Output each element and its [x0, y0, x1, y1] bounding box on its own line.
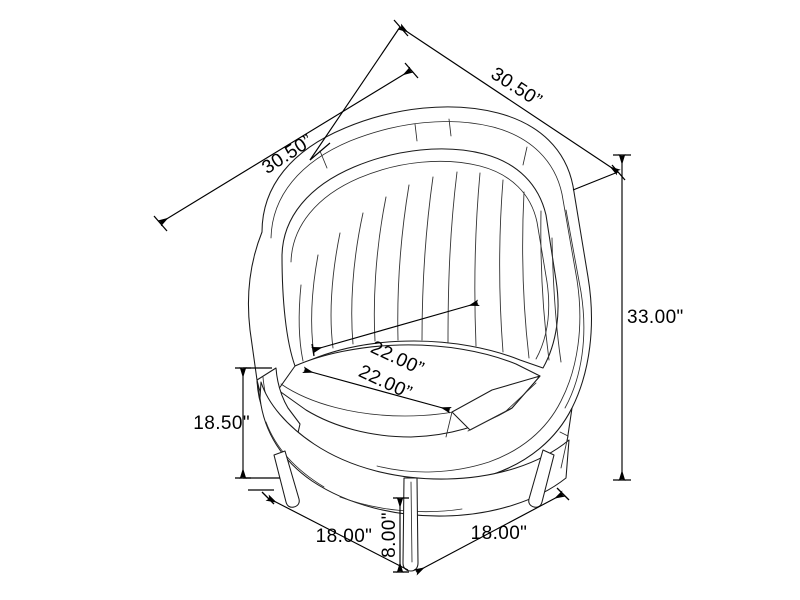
- dimension-overall-height: 33.00": [572, 154, 684, 481]
- dimension-label-seat-height: 18.50": [193, 413, 250, 434]
- dimension-base-width-right: 18.00": [413, 487, 570, 576]
- dimension-label-leg-height: 8.00": [379, 512, 400, 558]
- dimension-base-width-left: 18.00": [248, 489, 409, 571]
- dimension-leg-height: 8.00": [379, 497, 409, 573]
- dimension-seat-height: 18.50": [193, 367, 280, 479]
- right-arm: [445, 375, 541, 438]
- dimension-label-base-width-left: 18.00": [316, 526, 373, 547]
- dimension-label-base-width-right: 18.00": [471, 523, 528, 544]
- dimension-label-overall-height: 33.00": [627, 307, 684, 328]
